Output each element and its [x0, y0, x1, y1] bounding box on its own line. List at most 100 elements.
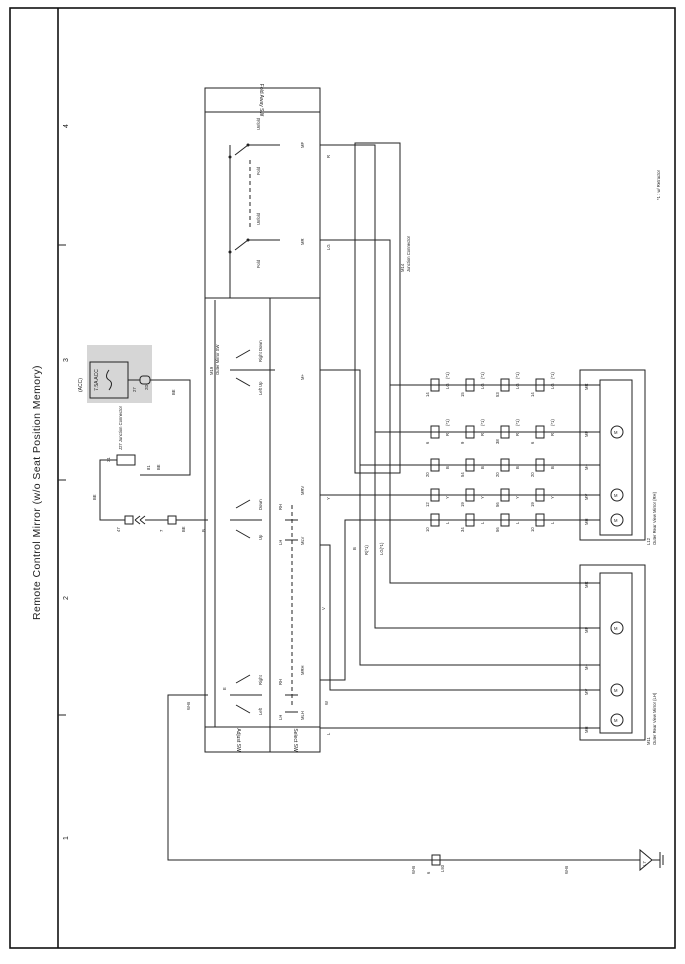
connector-wire-3-1: Y: [480, 496, 485, 499]
fuse-block: 7.5A ACC (ACC) 27 2D: [78, 345, 152, 403]
fuse-conn: 2D: [144, 385, 149, 390]
connector-3-2: [500, 488, 510, 502]
ground-icon: [639, 848, 653, 872]
svg-text:31: 31: [106, 457, 111, 462]
svg-text:M: M: [614, 430, 618, 435]
svg-text:BE: BE: [181, 526, 186, 532]
connector-pin-3-0: 12: [425, 502, 430, 507]
mf-wire: [320, 144, 600, 433]
b-terminal-conn-1: [124, 515, 134, 525]
connector-0-1: [465, 378, 475, 392]
mlv-wire: [320, 544, 600, 691]
junction-m14: [354, 142, 401, 474]
connector-note-1-2: (*1): [515, 419, 520, 426]
switch-assembly-box: [204, 87, 321, 753]
svg-text:Right Down: Right Down: [258, 340, 263, 362]
connector-pin-1-3: 6: [530, 441, 535, 444]
inline-connector-icon: [134, 515, 146, 525]
svg-text:MV: MV: [584, 494, 589, 500]
connector-pin-2-2: 20: [495, 472, 500, 477]
connector-wire-4-2: L: [515, 521, 520, 524]
svg-text:V: V: [321, 607, 326, 610]
svg-text:R: R: [326, 155, 331, 158]
svg-text:M+: M+: [300, 374, 305, 380]
connector-0-2: [500, 378, 510, 392]
connector-pin-1-1: 9: [460, 441, 465, 444]
svg-text:Unfold: Unfold: [256, 117, 261, 130]
select-sw-label: Select SW: [292, 728, 298, 752]
ground-connector: [431, 854, 441, 866]
outer-mirror-switch: Fold Away SW Adjust SW Select SW M19 Out…: [204, 84, 321, 753]
svg-text:LG(*1): LG(*1): [379, 542, 384, 555]
mirror-rh-motor-1: [610, 425, 624, 439]
svg-text:MR: MR: [300, 238, 305, 245]
svg-text:MF: MF: [584, 431, 589, 437]
mirror-rh-inner: [599, 379, 633, 536]
svg-text:L93: L93: [440, 864, 445, 872]
svg-text:Unfold: Unfold: [256, 212, 261, 225]
connector-pin-3-1: 19: [460, 502, 465, 507]
adjust-sw-label: Adjust SW: [235, 728, 241, 752]
svg-text:47: 47: [116, 527, 121, 532]
connector-1-1: [465, 425, 475, 439]
connector-note-1-3: (*1): [550, 419, 555, 426]
svg-text:M+: M+: [584, 464, 589, 470]
svg-text:MF: MF: [584, 627, 589, 633]
connector-pin-1-0: 6: [425, 441, 430, 444]
connector-wire-0-3: LG: [550, 383, 555, 389]
svg-text:MLH: MLH: [300, 711, 305, 720]
grid-number-1: 1: [63, 836, 70, 840]
fuse-label: 7.5A ACC: [94, 369, 100, 391]
connector-4-1: [465, 513, 475, 527]
svg-text:W-B: W-B: [564, 866, 569, 874]
connector-wire-4-3: L: [550, 521, 555, 524]
svg-text:Down: Down: [258, 499, 263, 510]
svg-text:Fold: Fold: [256, 259, 261, 268]
svg-text:W-B: W-B: [411, 866, 416, 874]
connector-0-3: [535, 378, 545, 392]
svg-text:MF: MF: [300, 142, 305, 148]
fuse-highlight: [87, 345, 152, 403]
connector-wire-0-1: LG: [480, 383, 485, 389]
connector-note-0-0: (*1): [445, 372, 450, 379]
svg-text:MRV: MRV: [300, 486, 305, 495]
connector-pin-0-0: 14: [425, 392, 430, 397]
svg-text:RH: RH: [278, 504, 283, 510]
m19-name: Outer Mirror SW: [215, 344, 220, 375]
svg-text:BE: BE: [156, 464, 161, 470]
mirror-lh-box: [579, 564, 646, 741]
svg-text:Right: Right: [258, 674, 263, 685]
svg-text:E: E: [222, 687, 227, 690]
svg-text:MV: MV: [584, 689, 589, 695]
svg-text:MLV: MLV: [300, 536, 305, 545]
svg-text:LH: LH: [278, 715, 283, 720]
svg-text:Y: Y: [326, 497, 331, 500]
connector-wire-2-1: B: [480, 466, 485, 469]
acc-wire: [140, 379, 191, 476]
fuse-power: (ACC): [78, 378, 84, 392]
connector-note-0-1: (*1): [480, 372, 485, 379]
connector-wire-1-0: R: [445, 433, 450, 436]
connector-4-2: [500, 513, 510, 527]
svg-text:M: M: [614, 718, 618, 723]
connector-note-0-2: (*1): [515, 372, 520, 379]
connector-1-0: [430, 425, 440, 439]
connector-pin-2-1: 54: [460, 472, 465, 477]
connector-wire-2-0: B: [445, 466, 450, 469]
connector-wire-1-3: R: [550, 433, 555, 436]
mrh-wire: [320, 519, 600, 681]
select-switches: RH LH RH LH MRV MLV MRH MLH M+: [278, 374, 305, 720]
connector-note-1-1: (*1): [480, 419, 485, 426]
svg-text:81: 81: [146, 465, 151, 470]
svg-text:MR: MR: [584, 383, 589, 390]
m14-name: Junction Connector: [406, 235, 411, 272]
adjust-switches: Right Down Left Up Down Up Right Left E: [214, 300, 275, 727]
connector-pin-4-1: 34: [460, 527, 465, 532]
svg-text:M: M: [614, 626, 618, 631]
connector-wire-1-2: R: [515, 433, 520, 436]
connector-pin-2-0: 20: [425, 472, 430, 477]
connector-3-1: [465, 488, 475, 502]
b-terminal-conn-2: [167, 515, 177, 525]
